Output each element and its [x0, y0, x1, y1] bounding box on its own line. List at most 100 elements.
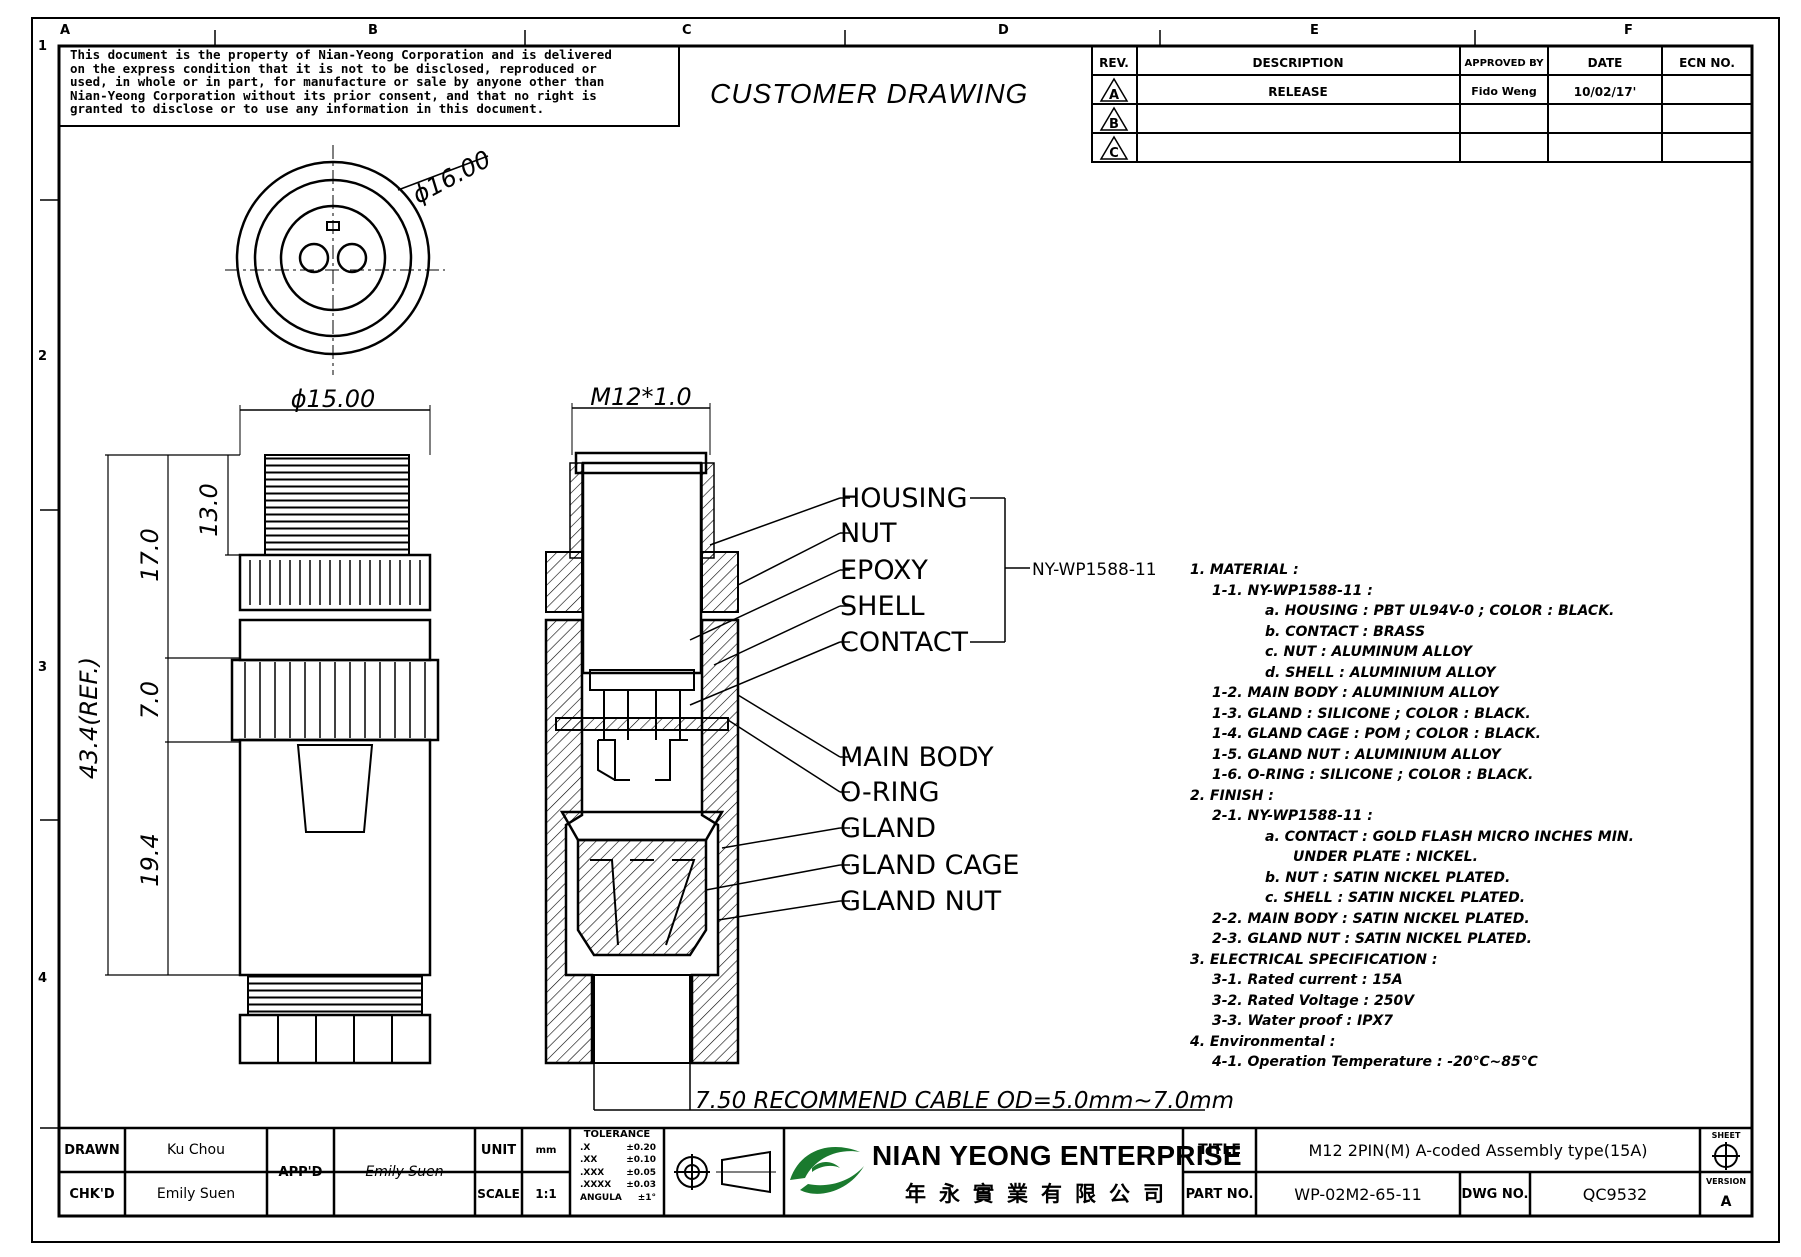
notice-box	[58, 45, 680, 127]
spec-line: 3-2. Rated Voltage : 250V	[1212, 992, 1415, 1009]
tolerance-value: ±1°	[637, 1192, 656, 1203]
notice-line: granted to disclose or to use any inform…	[70, 101, 545, 116]
spec-line: 2-3. GLAND NUT : SATIN NICKEL PLATED.	[1212, 931, 1532, 947]
zone-col-d: D	[998, 23, 1009, 38]
spec-line: 1-1. NY-WP1588-11 :	[1212, 582, 1373, 599]
dim-thread: M12*1.0	[590, 383, 691, 411]
rev-a-approved: Fido Weng	[1471, 85, 1536, 98]
spec-line: c. NUT : ALUMINUM ALLOY	[1265, 644, 1473, 660]
notice-line: This document is the property of Nian-Ye…	[70, 47, 612, 62]
dim-upper-len: 17.0	[136, 528, 164, 581]
sheet-icon	[1712, 1142, 1740, 1170]
tolerance-block: TOLERANCE .X ±0.20 .XX ±0.10 .XXX±0.05.XXXX ±…	[572, 1129, 662, 1215]
callout-gland: GLAND	[840, 813, 936, 844]
dwg-value: QC9532	[1582, 1184, 1648, 1204]
spec-line: d. SHELL : ALUMINIUM ALLOY	[1265, 664, 1496, 681]
spec-line: 1. MATERIAL :	[1190, 562, 1299, 578]
notice-line: on the express condition that it is not …	[70, 60, 597, 76]
tolerance-row: .X ±0.20	[572, 1142, 662, 1155]
zone-row-1: 1	[38, 39, 47, 54]
version-label: VERSION	[1705, 1176, 1747, 1186]
spec-line: 1-3. GLAND : SILICONE ; COLOR : BLACK.	[1212, 705, 1531, 722]
appd-value: Emily Suen	[365, 1164, 444, 1180]
chkd-label: CHK'D	[69, 1186, 115, 1202]
zone-col-c: C	[682, 23, 692, 38]
section-view	[544, 403, 1205, 1111]
rev-a-date: 10/02/17'	[1574, 85, 1637, 99]
spec-line: 1-4. GLAND CAGE : POM ; COLOR : BLACK.	[1212, 726, 1541, 742]
appd-label: APP'D	[278, 1164, 323, 1180]
end-view	[225, 145, 489, 375]
tolerance-value: ±0.03	[626, 1180, 656, 1190]
tolerance-label: TOLERANCE	[583, 1129, 651, 1140]
tolerance-key: .XXXX	[580, 1180, 612, 1190]
notice-line: used, in whole or in part, for manufactu…	[70, 74, 605, 89]
rev-c-label: C	[1109, 146, 1119, 161]
spec-line: 3. ELECTRICAL SPECIFICATION :	[1190, 951, 1438, 968]
cable-note: 7.50 RECOMMEND CABLE OD=5.0mm~7.0mm	[695, 1088, 1234, 1114]
callout-epoxy: EPOXY	[840, 555, 928, 586]
version-value: A	[1720, 1194, 1732, 1210]
tolerance-row: .XX ±0.10	[572, 1154, 662, 1167]
sheet-label: SHEET	[1711, 1130, 1741, 1140]
dim-thread-len: 13.0	[195, 483, 223, 536]
spec-line: 2-2. MAIN BODY : SATIN NICKEL PLATED.	[1212, 910, 1530, 927]
title-value: M12 2PIN(M) A-coded Assembly type(15A)	[1308, 1140, 1648, 1160]
drawn-value: Ku Chou	[167, 1142, 225, 1158]
drawing-title: CUSTOMER DRAWING	[710, 78, 1029, 109]
callout-main-body: MAIN BODY	[840, 742, 994, 773]
rev-triangle-icons	[1099, 77, 1129, 160]
spec-line: a. HOUSING : PBT UL94V-0 ; COLOR : BLACK…	[1265, 603, 1615, 619]
rev-a-description: RELEASE	[1268, 85, 1327, 99]
dim-outer-dia: ϕ16.00	[408, 145, 496, 209]
spec-line: c. SHELL : SATIN NICKEL PLATED.	[1265, 890, 1526, 906]
tolerance-key: .XXX	[580, 1167, 605, 1178]
dwg-label: DWG NO.	[1461, 1186, 1529, 1202]
spec-line: 2. FINISH :	[1190, 787, 1274, 804]
tolerance-value: ±0.10	[626, 1155, 656, 1165]
tolerance-key: .XX	[580, 1155, 598, 1165]
zone-col-f: F	[1624, 23, 1633, 38]
zone-row-2: 2	[38, 349, 47, 364]
unit-value: mm	[535, 1144, 557, 1156]
zone-col-a: A	[60, 23, 70, 38]
spec-line: b. CONTACT : BRASS	[1265, 623, 1426, 640]
tolerance-key: ANGULA	[580, 1192, 622, 1203]
projection-icon	[674, 1150, 776, 1194]
zone-col-e: E	[1310, 23, 1319, 38]
rev-header-rev: REV.	[1099, 56, 1129, 70]
title-label: TITLE	[1198, 1142, 1241, 1158]
spec-line: 1-6. O-RING : SILICONE ; COLOR : BLACK.	[1212, 767, 1534, 783]
spec-line: UNDER PLATE : NICKEL.	[1293, 849, 1478, 865]
callout-part-ref: NY-WP1588-11	[1032, 560, 1157, 580]
spec-line: 2-1. NY-WP1588-11 :	[1212, 808, 1373, 824]
company-logo-icon	[790, 1147, 864, 1194]
callout-gland-nut: GLAND NUT	[840, 886, 1002, 917]
tolerance-value: ±0.20	[626, 1142, 656, 1153]
callout-oring: O-RING	[840, 777, 940, 808]
revision-table-grid	[1091, 45, 1753, 163]
tolerance-row: ANGULA ±1°	[572, 1192, 662, 1205]
zone-row-3: 3	[38, 660, 47, 675]
zone-row-4: 4	[38, 971, 47, 986]
proprietary-notice: This document is the property of Nian-Ye…	[70, 48, 675, 116]
rev-a-label: A	[1109, 88, 1119, 103]
chkd-value: Emily Suen	[156, 1186, 236, 1202]
tolerance-row: .XXX±0.05	[572, 1167, 662, 1180]
rev-header-ecn: ECN NO.	[1679, 56, 1735, 70]
spec-line: 1-2. MAIN BODY : ALUMINIUM ALLOY	[1212, 685, 1499, 701]
tolerance-key: .X	[580, 1142, 591, 1153]
rev-header-date: DATE	[1588, 56, 1623, 70]
spec-line: 4-1. Operation Temperature : -20℃~85℃	[1212, 1054, 1538, 1070]
spec-line: 4. Environmental :	[1190, 1033, 1336, 1050]
spec-line: 3-1. Rated current : 15A	[1212, 972, 1403, 988]
callout-housing: HOUSING	[840, 483, 968, 514]
zone-col-b: B	[368, 23, 378, 38]
dim-total-len: 43.4(REF.)	[75, 657, 103, 779]
spec-line: b. NUT : SATIN NICKEL PLATED.	[1265, 869, 1511, 886]
rev-header-approved: APPROVED BY	[1465, 58, 1545, 69]
dim-mid-len: 7.0	[136, 681, 164, 719]
scale-value: 1:1	[535, 1187, 557, 1201]
